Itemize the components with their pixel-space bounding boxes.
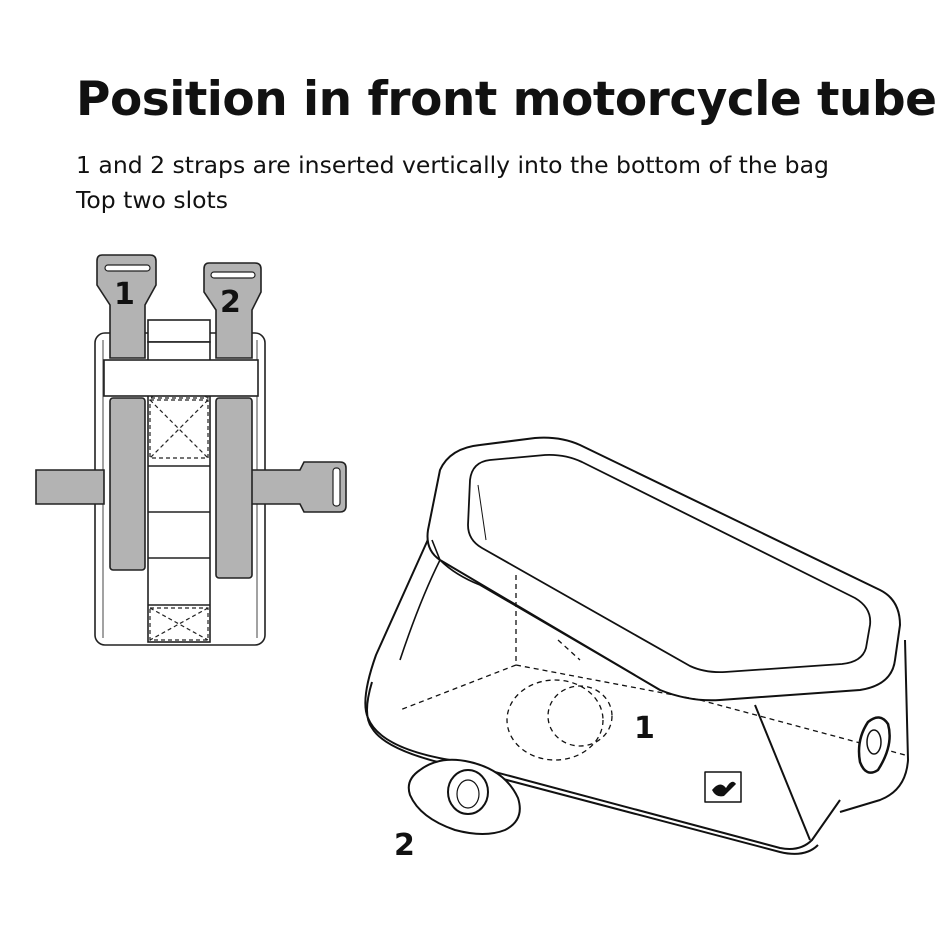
bag-bottom-view: [35, 319, 347, 646]
page-title: Position in front motorcycle tube: [76, 72, 937, 127]
bag-slot-1-label: 1: [634, 711, 655, 746]
strap-1-label: 1: [114, 277, 135, 312]
frame-bag-illustration: [364, 436, 909, 855]
strap-2-label: 2: [220, 285, 241, 320]
instruction-line-1: 1 and 2 straps are inserted vertically i…: [76, 151, 829, 179]
tube-ring: [407, 758, 521, 835]
strap-1: [96, 254, 157, 571]
instruction-line-2: Top two slots: [76, 186, 229, 214]
tube-2-label: 2: [394, 828, 415, 863]
strap-2: [203, 262, 262, 579]
